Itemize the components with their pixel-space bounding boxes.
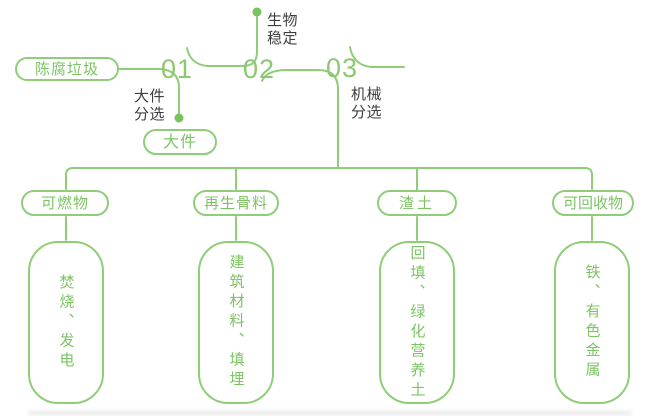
step-number-02: 02 xyxy=(243,54,276,84)
output-text-recycled-aggregate: 建筑材料、填埋 xyxy=(227,254,246,391)
output-text-slag-soil: 回填、绿化营养土 xyxy=(408,244,427,401)
output-box-combustibles: 焚烧、发电 xyxy=(28,241,104,404)
step-label-mechanical-sorting: 机械 分选 xyxy=(351,85,383,121)
output-text-combustibles: 焚烧、发电 xyxy=(57,273,76,372)
category-node-recyclables: 可回收物 xyxy=(552,190,634,216)
step-label-bulky-sorting: 大件 分选 xyxy=(134,87,166,123)
step-number-03: 03 xyxy=(326,53,359,83)
category-node-slag-soil: 渣土 xyxy=(377,190,457,216)
line-02-to-03 xyxy=(261,69,339,169)
output-box-recycled-aggregate: 建筑材料、填埋 xyxy=(198,241,274,404)
bulky-item-node: 大件 xyxy=(143,129,217,155)
output-box-recyclables: 铁、有色金属 xyxy=(554,241,630,404)
bulky-branch-dot xyxy=(174,113,184,123)
source-node: 陈腐垃圾 xyxy=(15,57,119,81)
category-node-recycled-aggregate: 再生骨料 xyxy=(193,190,279,216)
line-03-tail xyxy=(349,46,405,68)
step-number-01: 01 xyxy=(161,54,194,84)
step-label-bio-stabilization: 生物 稳定 xyxy=(267,11,299,47)
category-node-combustibles: 可燃物 xyxy=(21,190,109,216)
output-text-recyclables: 铁、有色金属 xyxy=(583,264,602,381)
line-distribution-rail xyxy=(65,167,593,190)
bio-branch-dot xyxy=(252,7,262,17)
bottom-shadow xyxy=(28,411,632,415)
output-box-slag-soil: 回填、绿化营养土 xyxy=(379,241,455,404)
